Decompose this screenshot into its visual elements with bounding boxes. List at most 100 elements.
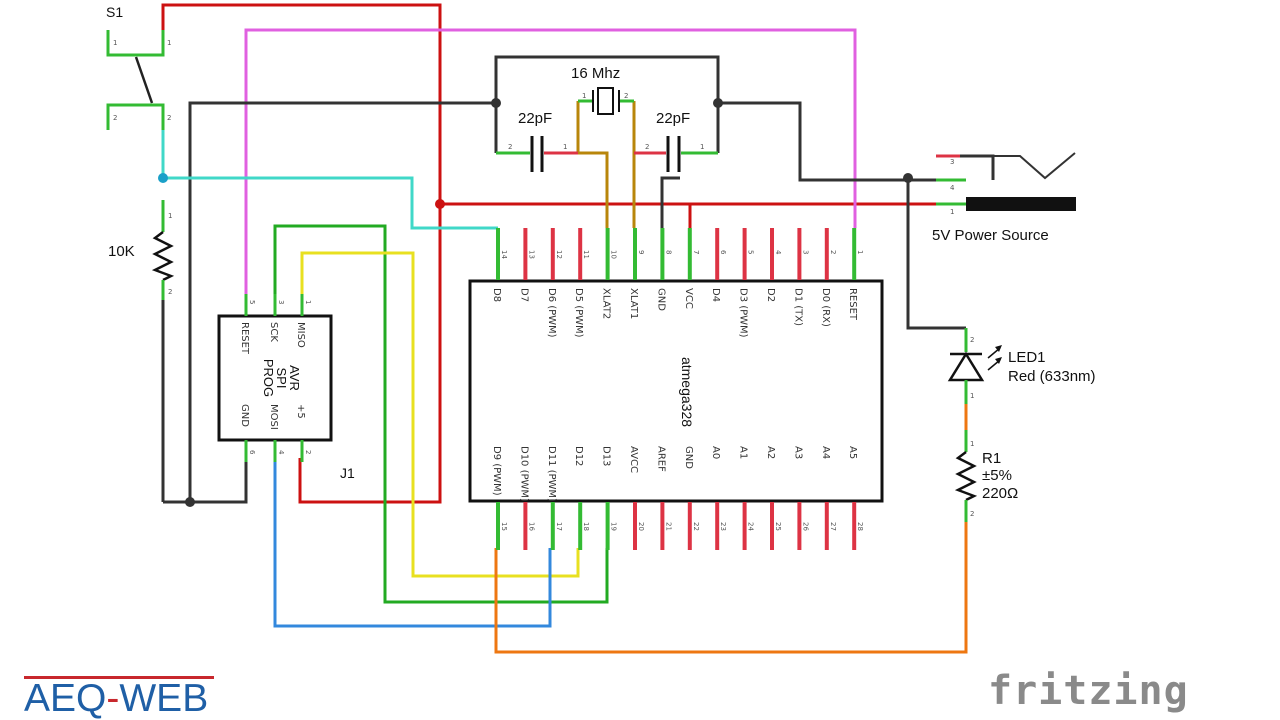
chip-pin-name: D8 [491, 288, 502, 302]
wire-reset-cyan [161, 120, 498, 230]
chip-pin-name: AREF [655, 446, 666, 472]
pin-num: 2 [168, 288, 172, 296]
chip-pin-name: D3 (PWM) [738, 288, 749, 338]
chip-pin-name: D2 [765, 288, 776, 302]
switch-s1: S1 1 1 2 2 [106, 4, 171, 130]
pin-num: 2 [113, 114, 117, 122]
chip-pin-name: GND [655, 288, 666, 311]
chip-pin-number: 10 [610, 250, 618, 259]
avr-header-line3: PROG [261, 359, 276, 397]
pin-num: 1 [970, 392, 974, 400]
chip-pin-number: 4 [774, 250, 782, 255]
led1: LED1 Red (633nm) 2 1 [947, 328, 1096, 404]
switch-lever [134, 56, 154, 104]
avr-pin-number: 2 [304, 450, 312, 454]
chip-pin-name: D13 [601, 446, 612, 466]
avr-pin-number: 5 [248, 300, 256, 304]
wire-gnd-led [906, 180, 966, 330]
resistor-10k: 10K 1 2 [108, 200, 175, 300]
chip-pin-name: A0 [710, 446, 721, 459]
chip-pin-number: 23 [719, 522, 727, 531]
capacitor-label: 22pF [656, 110, 690, 127]
logo-part2: WEB [119, 677, 209, 720]
chip-pin-number: 11 [582, 250, 590, 259]
wire-jack-symbol [993, 152, 1076, 180]
chip-pin-number: 16 [527, 522, 535, 531]
crystal-label: 16 Mhz [571, 65, 620, 82]
junction-dot [903, 173, 913, 183]
chip-body [468, 279, 884, 503]
pin-num: 1 [950, 208, 954, 216]
chip-pin-number: 20 [637, 522, 645, 531]
avr-pin-number: 4 [277, 450, 285, 455]
avr-pin-name: SCK [268, 322, 279, 342]
chip-pin-name: VCC [683, 288, 694, 309]
wire-led [494, 520, 968, 654]
switch-contact-left [106, 30, 165, 57]
chip-pin-number: 27 [829, 522, 837, 531]
pin-num: 2 [508, 143, 512, 151]
aeq-web-logo: AEQ-WEB [24, 676, 214, 719]
avr-pin-number: 1 [304, 300, 312, 304]
junction-dot [158, 173, 168, 183]
chip-pin-name: D10 (PWM) [518, 446, 529, 502]
avr-pin-name: +5 [295, 404, 306, 419]
avr-pin-name: MOSI [268, 404, 279, 430]
junction-dot [491, 98, 501, 108]
resistor-zigzag [954, 451, 978, 502]
jack-barrel [966, 197, 1076, 211]
chip-pin-number: 8 [664, 250, 672, 254]
chip-pin-name: D11 (PWM) [546, 446, 557, 502]
switch-ref: S1 [106, 4, 123, 20]
pin-num: 2 [624, 92, 628, 100]
avr-spi-header: AVR SPI PROG 5RESET3SCK1MISO6GND4MOSI2+5… [217, 294, 355, 481]
avr-header-line1: AVR [287, 365, 302, 391]
chip-pin-number: 26 [801, 522, 809, 531]
junction-dot [185, 497, 195, 507]
r1-tolerance: ±5% [982, 467, 1012, 484]
chip-pin-number: 7 [692, 250, 700, 254]
chip-pin-number: 6 [719, 250, 727, 255]
avr-pin-number: 6 [248, 450, 256, 455]
chip-pin-number: 18 [582, 522, 590, 531]
pin-num: 1 [168, 212, 172, 220]
chip-pin-number: 2 [829, 250, 837, 254]
chip-pin-name: A4 [820, 446, 831, 459]
wire-miso [300, 251, 580, 578]
led-ray-arrow-icon [995, 345, 1002, 352]
chip-pin-name: A5 [847, 446, 858, 459]
r1-value: 220Ω [982, 485, 1018, 502]
avr-header-line2: SPI [274, 368, 289, 389]
chip-pin-name: D4 [710, 288, 721, 302]
chip-pin-number: 24 [747, 522, 755, 531]
capacitor-left: 22pF 2 1 [496, 110, 578, 172]
chip-pin-name: D1 (TX) [792, 288, 803, 326]
wire-gnd-chip [660, 176, 680, 228]
chip-pin-number: 19 [610, 522, 618, 531]
wire-gnd-up [188, 101, 496, 502]
logo-dash: - [106, 677, 120, 720]
chip-pin-name: D5 (PWM) [573, 288, 584, 338]
led-triangle [947, 351, 985, 382]
wire-gnd-jack-top [938, 154, 995, 180]
chip-pin-number: 17 [555, 522, 563, 531]
pin-num: 2 [970, 336, 974, 344]
chip-pin-number: 14 [500, 250, 508, 259]
switch-contact-right [106, 103, 165, 130]
fritzing-logo: fritzing [988, 668, 1189, 714]
avr-pin-number: 3 [277, 300, 285, 304]
pin-num: 1 [700, 143, 704, 151]
capacitor-label: 22pF [518, 110, 552, 127]
wire-sck [273, 224, 609, 604]
connector-ref: J1 [340, 465, 355, 481]
chip-pin-name: D9 (PWM) [491, 446, 502, 496]
logo-part1: AEQ [24, 677, 107, 720]
pin-num: 4 [950, 184, 955, 192]
wire-crystal-1 [578, 151, 609, 228]
pin-num: 1 [582, 92, 586, 100]
resistor-zigzag [151, 231, 175, 282]
pin-num: 1 [970, 440, 974, 448]
pin-num: 2 [167, 114, 171, 122]
